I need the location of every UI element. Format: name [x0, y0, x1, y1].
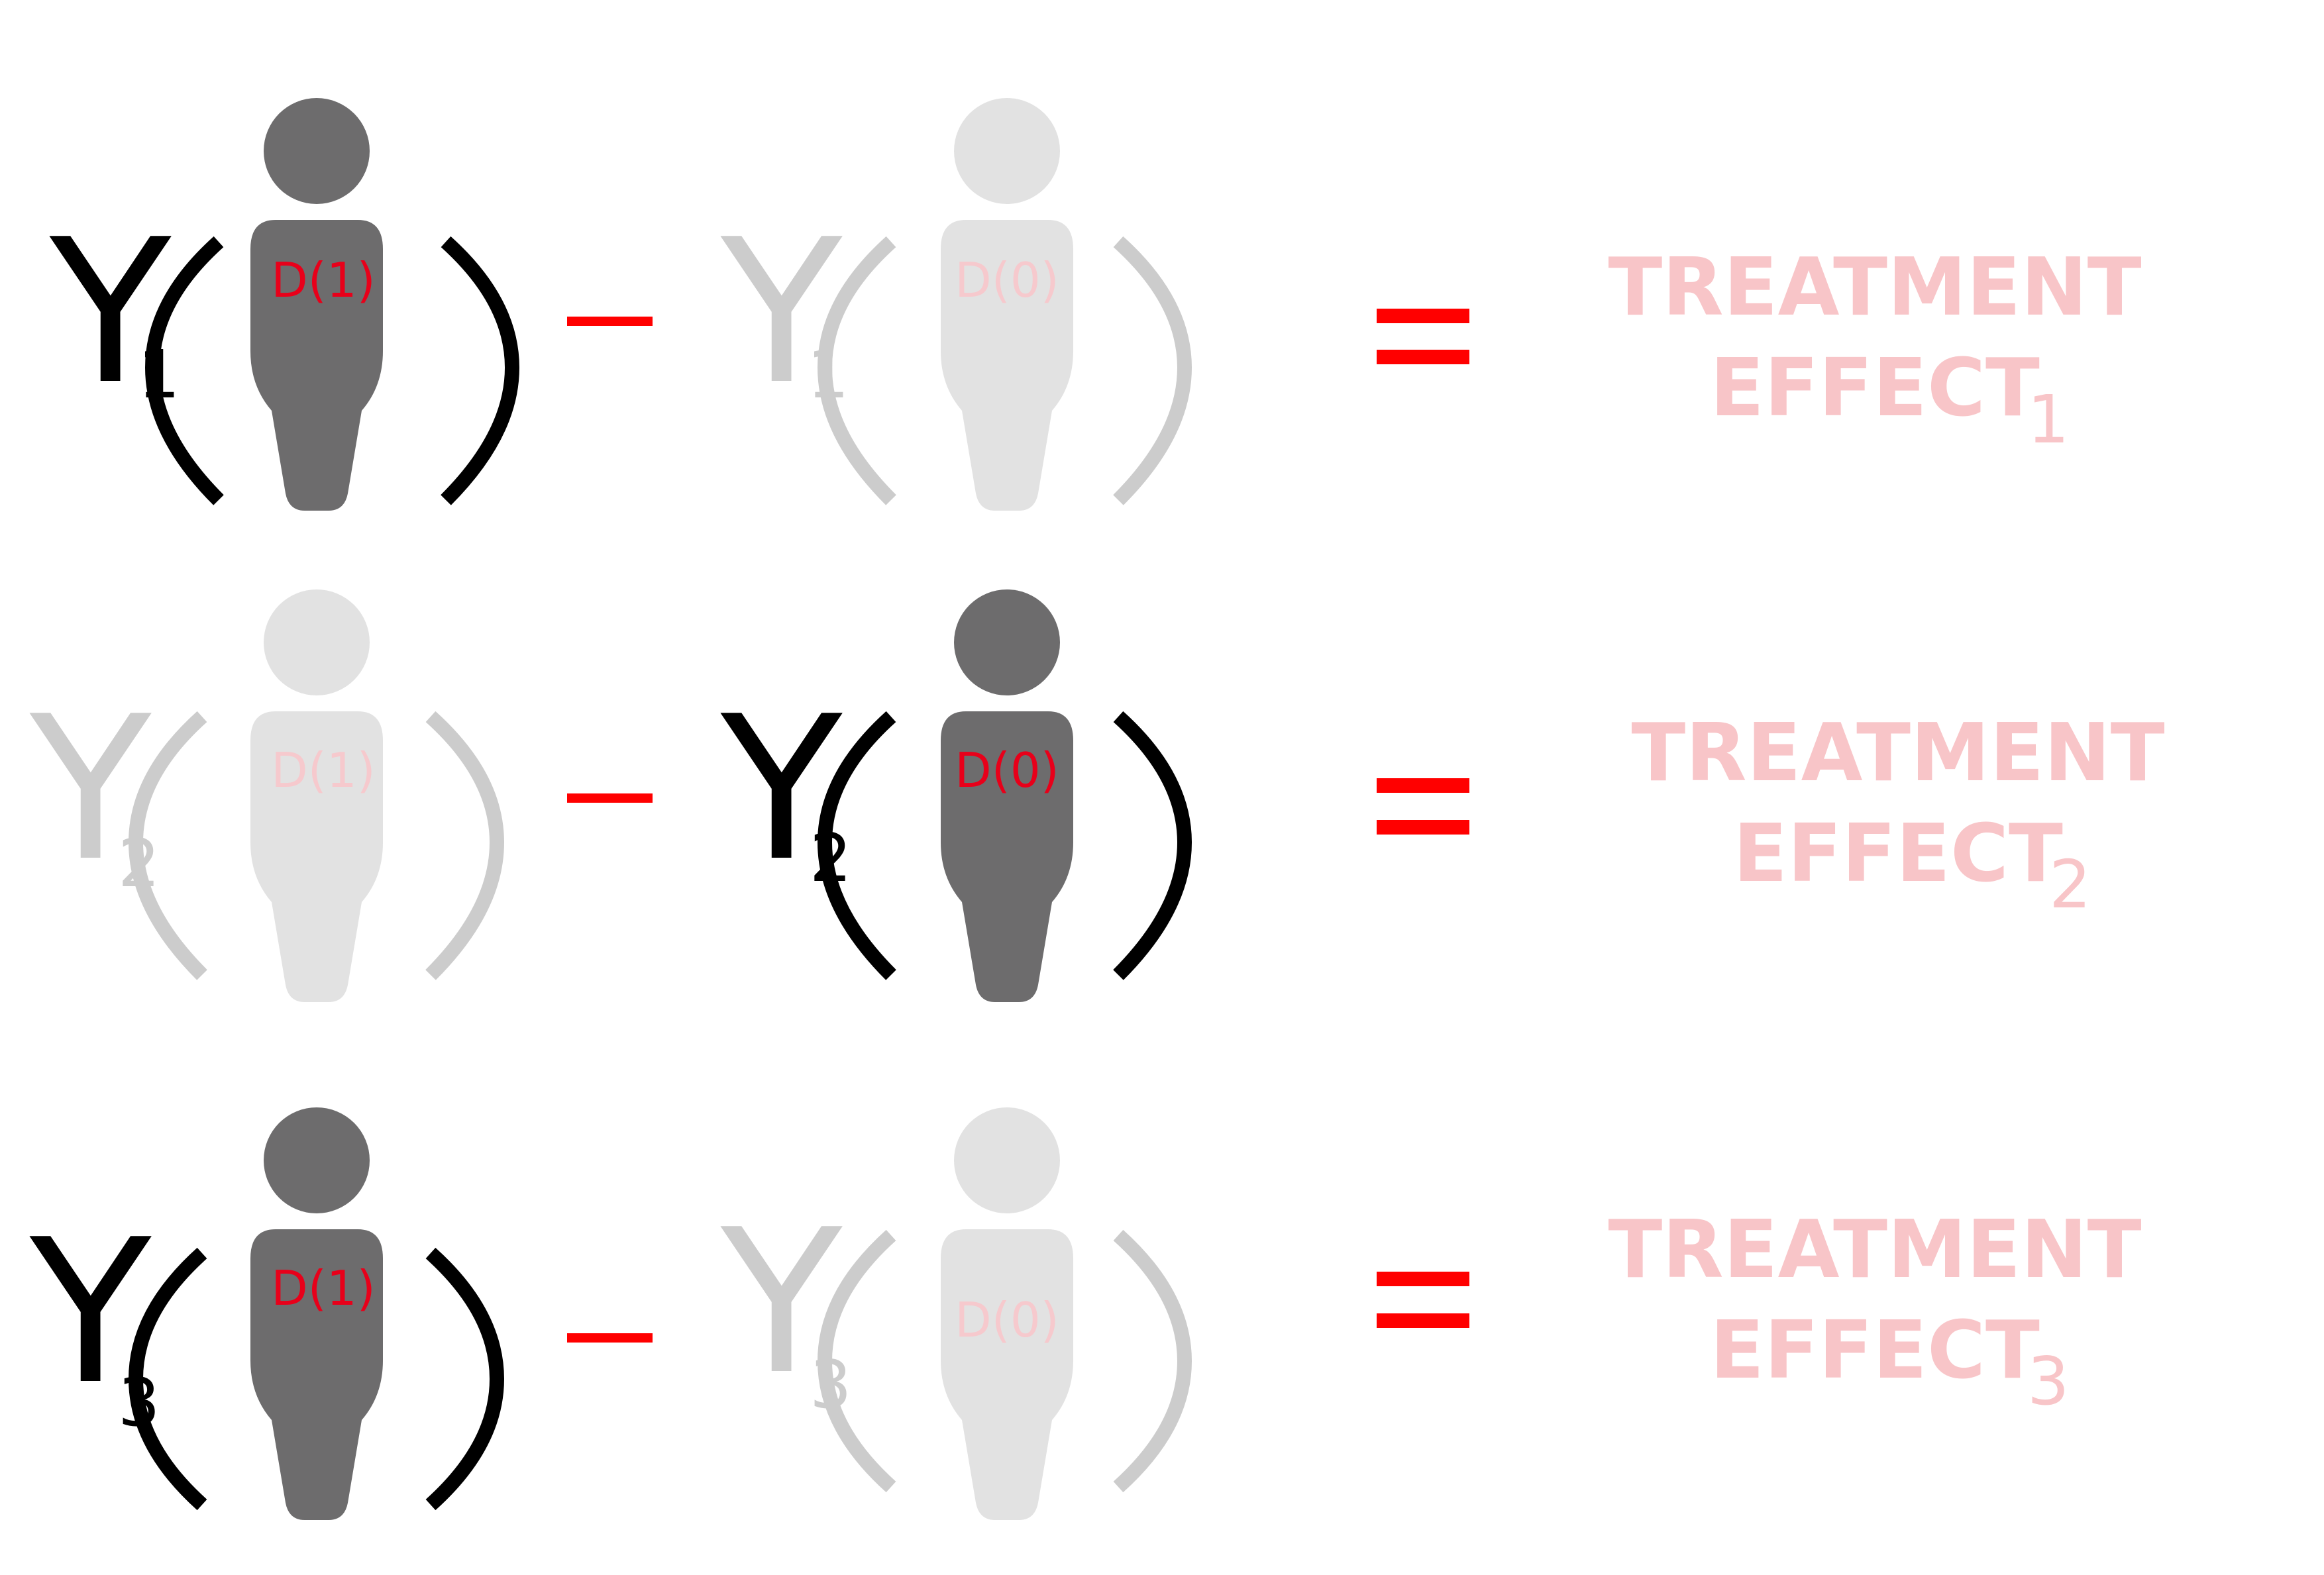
- equation-row-3: Y 3 D(1) Y 3 D(0) TREATMENT EFFECT 3: [26, 1107, 2142, 1520]
- close-paren: [441, 236, 520, 505]
- term-left-1: Y 1 D(1): [46, 98, 520, 511]
- potential-outcome-label: D(0): [955, 742, 1059, 798]
- open-paren: [144, 236, 224, 505]
- open-paren: [128, 711, 207, 980]
- close-paren: [1113, 711, 1192, 980]
- equation-row-2: Y 2 D(1) Y 2 D(0) TREATMENT EFFECT 2: [26, 589, 2165, 1002]
- potential-outcome-label: D(1): [271, 252, 375, 308]
- treatment-effect-result-2: TREATMENT EFFECT 2: [1631, 707, 2164, 923]
- open-paren: [817, 1229, 896, 1493]
- result-subscript: 3: [2027, 1343, 2070, 1420]
- potential-outcome-label: D(1): [271, 742, 375, 798]
- close-paren: [1113, 1229, 1192, 1493]
- potential-outcome-label: D(0): [955, 1292, 1059, 1348]
- close-paren: [1113, 236, 1192, 505]
- term-right-3: Y 3 D(0): [717, 1107, 1192, 1520]
- result-line-1: TREATMENT: [1631, 707, 2164, 799]
- close-paren: [425, 711, 505, 980]
- open-paren: [817, 236, 896, 505]
- result-line-1: TREATMENT: [1608, 1204, 2141, 1296]
- treatment-effect-result-3: TREATMENT EFFECT 3: [1608, 1204, 2141, 1420]
- equals-sign: [1377, 778, 1469, 835]
- equals-sign: [1377, 309, 1469, 364]
- open-paren: [817, 711, 896, 980]
- close-paren: [425, 1247, 505, 1511]
- potential-outcome-label: D(0): [955, 252, 1059, 308]
- term-left-3: Y 3 D(1): [26, 1107, 505, 1520]
- equals-sign: [1377, 1272, 1469, 1328]
- result-line-2: EFFECT: [1710, 342, 2040, 434]
- result-line-2: EFFECT: [1710, 1305, 2040, 1397]
- term-right-1: Y 1 D(0): [717, 98, 1192, 511]
- result-line-2: EFFECT: [1733, 808, 2063, 900]
- term-right-2: Y 2 D(0): [717, 589, 1192, 1002]
- open-paren: [128, 1247, 207, 1511]
- result-subscript: 2: [2049, 846, 2091, 923]
- treatment-effect-result-1: TREATMENT EFFECT 1: [1608, 242, 2141, 458]
- result-line-1: TREATMENT: [1608, 242, 2141, 334]
- equation-row-1: Y 1 D(1) Y 1 D(0) TREATMENT EFFECT 1: [46, 98, 2142, 511]
- term-left-2: Y 2 D(1): [26, 589, 505, 1002]
- result-subscript: 1: [2027, 381, 2070, 458]
- potential-outcome-label: D(1): [271, 1260, 375, 1316]
